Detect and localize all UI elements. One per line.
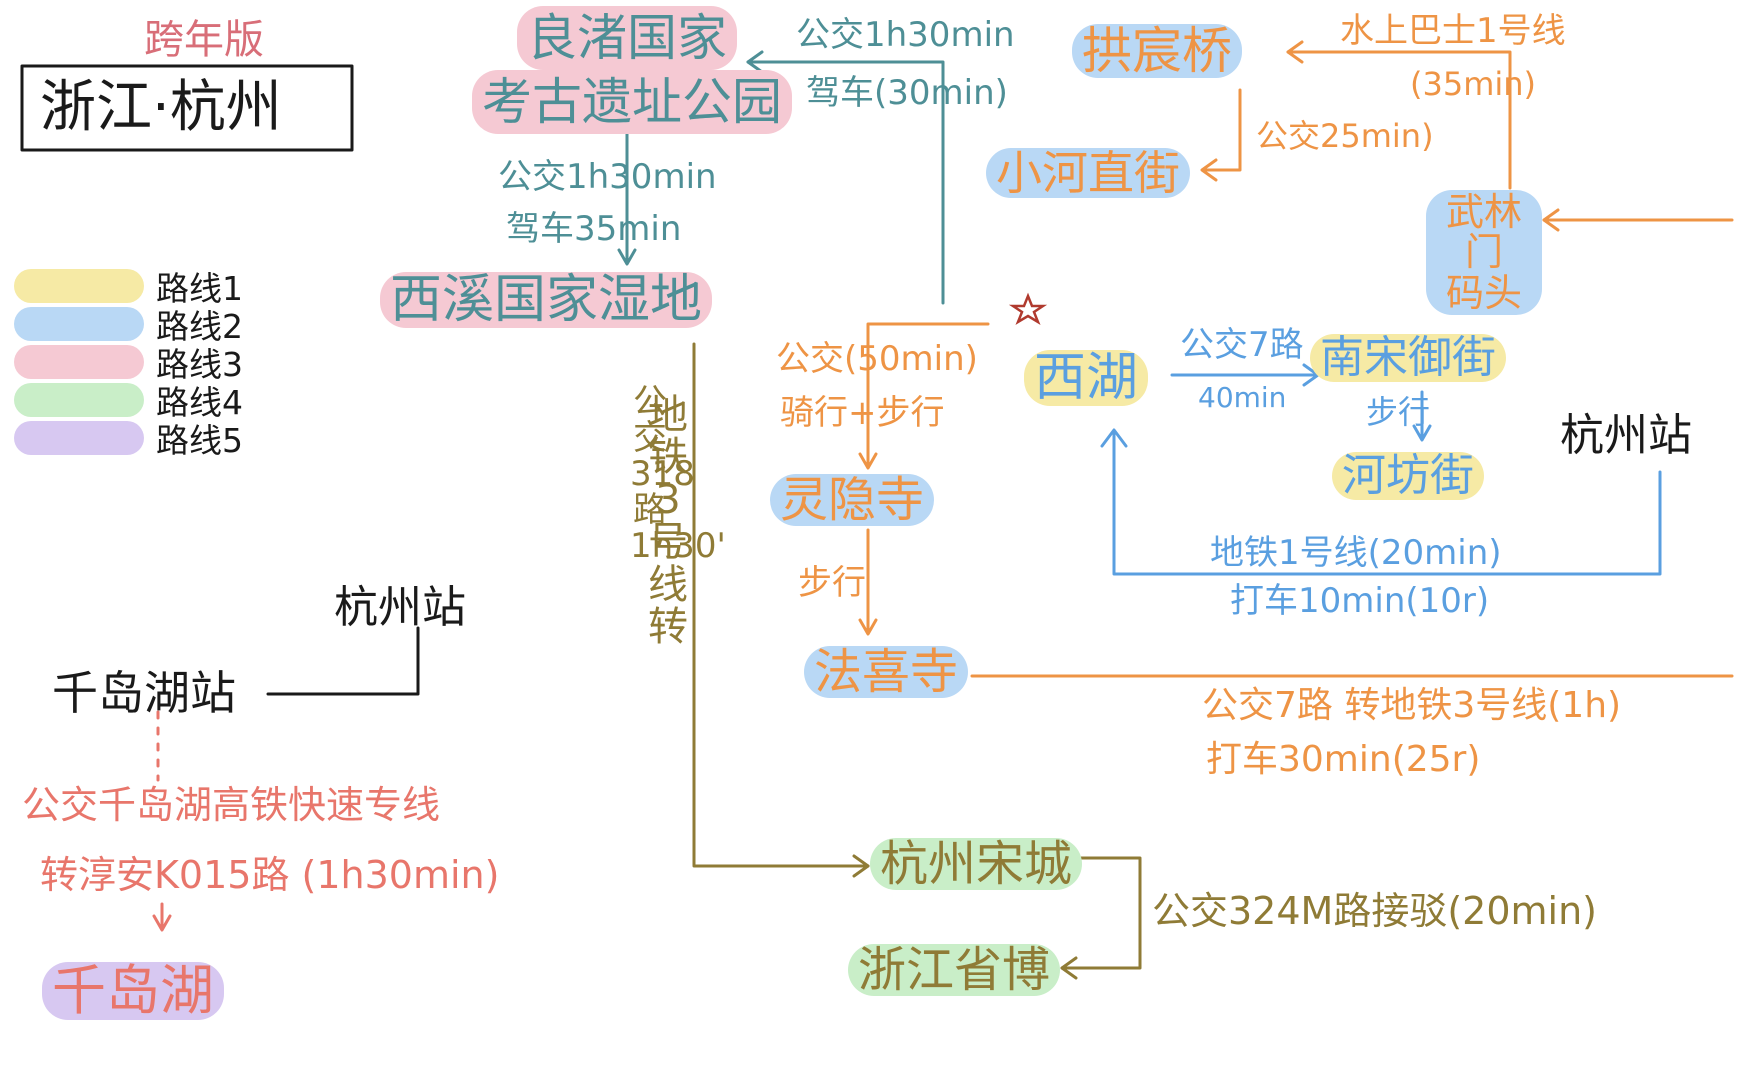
legend-swatch	[14, 269, 144, 303]
edge-songcheng-museum: 公交324M路接驳(20min)	[1152, 889, 1597, 933]
lingyin-arrowhead	[858, 452, 878, 470]
wulin-gongchen-line	[1286, 50, 1512, 190]
xiaohe-arrowhead	[1200, 158, 1218, 182]
gongchen-xiaohe-line	[1202, 88, 1242, 172]
node-wulinmen-line1: 武林门	[1445, 190, 1522, 275]
node-xiaohe: 小河直街	[986, 148, 1190, 198]
node-wulinmen-line2: 码头	[1445, 270, 1522, 315]
edge-liangzhu-xixi-line1: 公交1h30min	[498, 157, 717, 197]
node-qiandaohu-station: 千岛湖站	[52, 666, 236, 720]
edge-xihu-nansong-line1: 公交7路	[1180, 325, 1304, 365]
edge-wulin-gongchen-line2: (35min)	[1410, 65, 1537, 103]
songcheng-museum-line	[1052, 856, 1142, 970]
edge-liangzhu-xixi-line2: 驾车35min	[506, 209, 682, 249]
node-xixi: 西溪国家湿地	[380, 272, 713, 328]
edge-nansong-hefang: 步行	[1366, 393, 1431, 431]
edge-liangzhu-star-line1: 公交1h30min	[796, 15, 1015, 55]
node-liangzhu: 良渚国家 考古遗址公园	[462, 6, 792, 134]
xixi-arrowhead	[617, 248, 637, 266]
edge-qiandao-line1: 公交千岛湖高铁快速专线	[22, 783, 441, 827]
museum-arrowhead	[1060, 956, 1078, 980]
hefang-arrowhead	[1412, 424, 1432, 442]
edge-faxi-line1: 公交7路 转地铁3号线(1h)	[1202, 685, 1622, 726]
faxi-arrowhead	[858, 618, 878, 636]
star-marker-icon	[1008, 292, 1048, 325]
node-liangzhu-line1: 良渚国家	[517, 6, 737, 70]
title-box	[20, 64, 354, 152]
liangzhu-arrowhead	[746, 50, 764, 74]
legend-label: 路线1	[156, 269, 243, 308]
gongchen-arrowhead	[1286, 40, 1304, 64]
node-faxi: 法喜寺	[804, 646, 969, 698]
edge-faxi-line2: 打车30min(25r)	[1206, 739, 1481, 780]
node-xihu: 西湖	[1024, 350, 1149, 406]
node-gongchenqiao: 拱宸桥	[1072, 24, 1242, 78]
edge-liangzhu-star-line2: 驾车(30min)	[806, 73, 1008, 113]
legend-item-route1: 路线1	[14, 262, 243, 310]
legend-swatch	[14, 307, 144, 341]
version-label: 跨年版	[144, 17, 264, 63]
station-xihu-line	[1112, 430, 1662, 576]
node-hefang: 河坊街	[1332, 452, 1484, 500]
star-lingyin-line	[866, 322, 990, 468]
xihu-arrowhead	[1100, 428, 1128, 448]
edge-lingyin-faxi: 步行	[798, 563, 866, 603]
node-nansong: 南宋御街	[1310, 334, 1506, 382]
edge-station-xihu-line1: 地铁1号线(20min)	[1210, 533, 1502, 573]
xixi-songcheng-line	[692, 342, 870, 868]
wulinmen-arrowhead	[1542, 208, 1560, 232]
legend-item-route2: 路线2	[14, 300, 243, 348]
liangzhu-star-line	[746, 60, 945, 305]
edge-wulin-gongchen-line1: 水上巴士1号线	[1340, 11, 1566, 51]
legend-item-route3: 路线3	[14, 338, 243, 386]
edge-station-xihu-line2: 打车10min(10r)	[1230, 581, 1490, 621]
node-qiandaohu: 千岛湖	[42, 962, 224, 1020]
edge-xixi-songcheng-col1: 地铁3号线转	[648, 392, 688, 650]
legend-item-route4: 路线4	[14, 376, 243, 424]
node-hangzhou-station-right: 杭州站	[1560, 410, 1692, 461]
edge-gongchen-xiaohe: 公交25min)	[1256, 117, 1434, 155]
edge-star-lingyin-line2: 骑行+步行	[780, 393, 945, 433]
edge-xihu-nansong-line2: 40min	[1198, 381, 1287, 414]
edge-qiandao-line2: 转淳安K015路 (1h30min)	[40, 853, 500, 897]
legend-label: 路线3	[156, 345, 243, 384]
node-songcheng: 杭州宋城	[870, 838, 1083, 890]
legend-label: 路线2	[156, 307, 243, 346]
qiandao-arrowhead	[152, 914, 172, 932]
node-hangzhou-station-left: 杭州站	[334, 582, 466, 633]
legend-label: 路线4	[156, 383, 243, 422]
legend-swatch	[14, 383, 144, 417]
songcheng-arrowhead	[852, 854, 870, 878]
node-lingyin: 灵隐寺	[770, 474, 935, 526]
legend-label: 路线5	[156, 421, 243, 460]
station-connector-line	[266, 626, 420, 696]
node-zhejiang-museum: 浙江省博	[848, 944, 1061, 996]
page-title: 浙江·杭州	[40, 75, 282, 140]
legend-swatch	[14, 421, 144, 455]
node-wulinmen: 武林门 码头	[1426, 190, 1542, 315]
legend-swatch	[14, 345, 144, 379]
edge-star-lingyin-line1: 公交(50min)	[776, 339, 978, 379]
legend-item-route5: 路线5	[14, 414, 243, 462]
node-liangzhu-line2: 考古遗址公园	[472, 70, 792, 134]
